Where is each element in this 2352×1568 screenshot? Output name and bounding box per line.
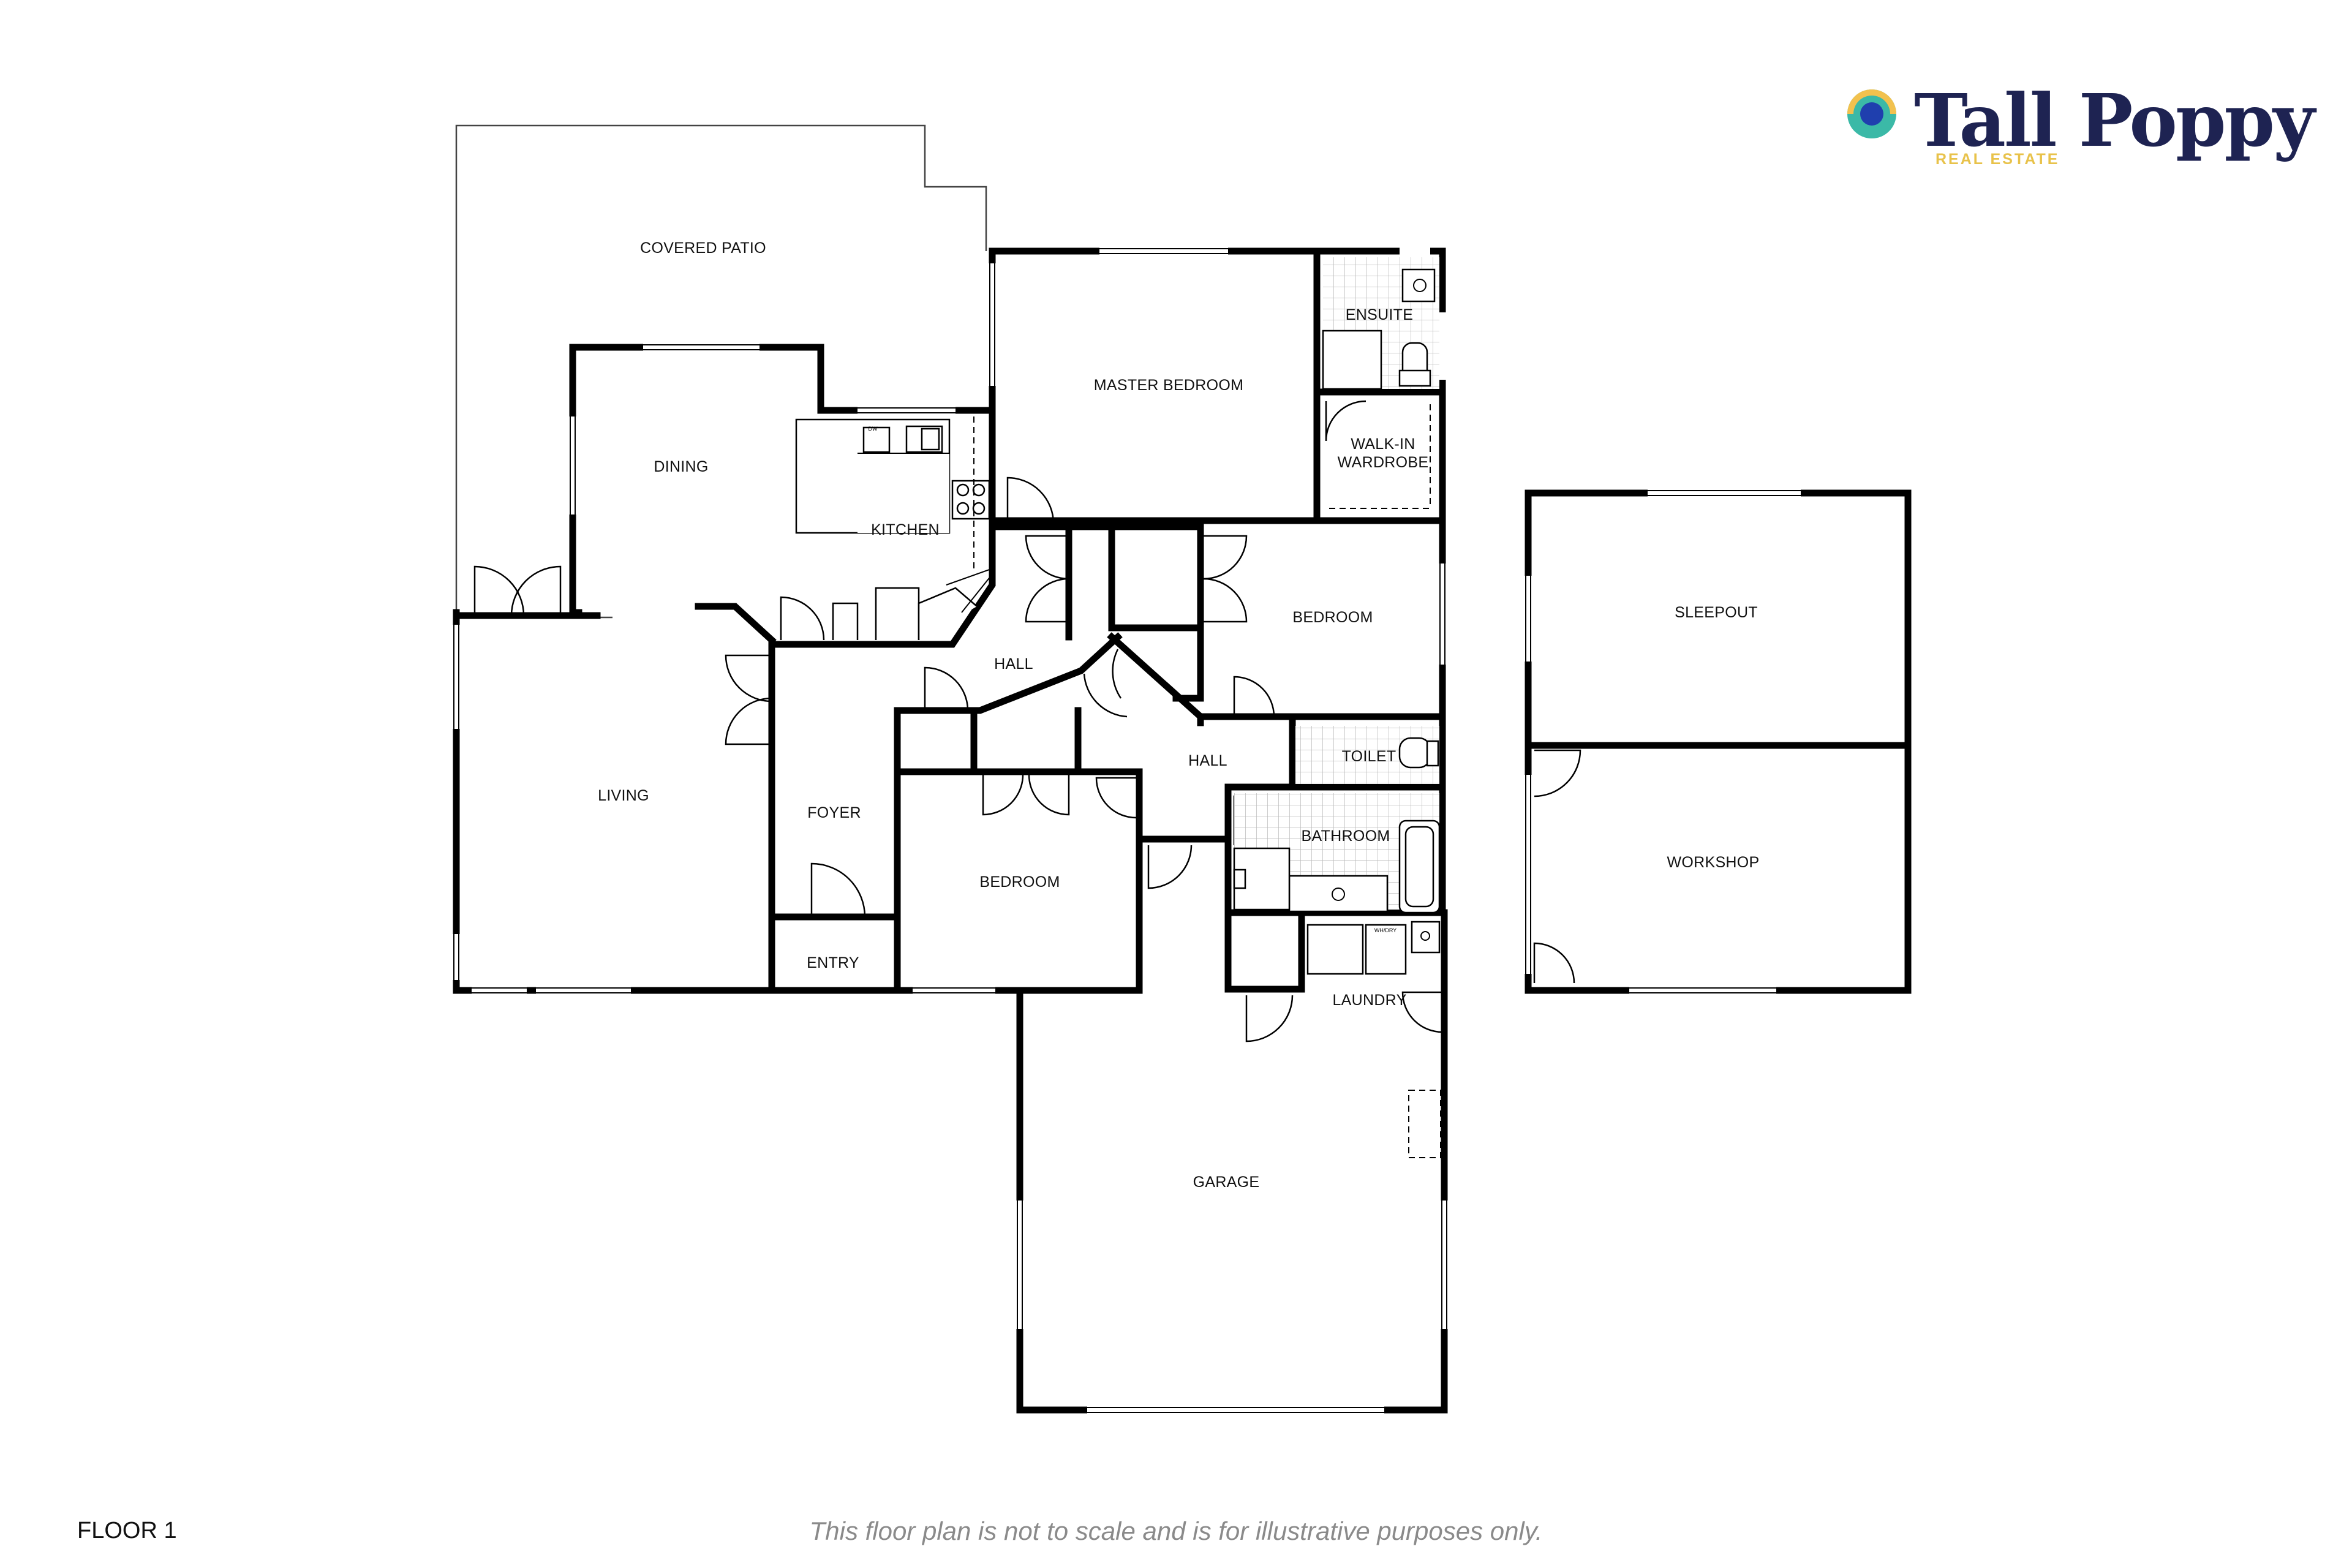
logo-ring-gold — [1847, 89, 1896, 114]
floor-label: FLOOR 1 — [77, 1518, 177, 1544]
toilet-fixtures — [1295, 726, 1439, 784]
garage-storage — [1408, 1090, 1441, 1158]
label-dining: DINING — [654, 458, 708, 475]
label-ensuite: ENSUITE — [1346, 306, 1413, 323]
bathroom-fixtures — [1233, 793, 1441, 914]
label-bedroom-2: BEDROOM — [979, 873, 1060, 891]
label-foyer: FOYER — [807, 804, 861, 821]
label-walk-in-wardrobe-2: WARDROBE — [1338, 454, 1429, 471]
wardrobe-fixtures — [1329, 404, 1431, 509]
label-bathroom: BATHROOM — [1302, 827, 1390, 845]
label-covered-patio: COVERED PATIO — [640, 239, 766, 257]
label-hall-2: HALL — [1188, 752, 1227, 769]
label-toilet: TOILET — [1342, 748, 1396, 765]
label-garage: GARAGE — [1193, 1174, 1260, 1191]
label-workshop: WORKSHOP — [1667, 854, 1759, 871]
label-walk-in-wardrobe: WALK-IN — [1351, 435, 1415, 453]
label-entry: ENTRY — [807, 954, 859, 971]
kitchen-fixtures: DW — [795, 417, 992, 640]
laundry-tub — [1306, 924, 1364, 975]
windows — [452, 247, 1801, 1414]
ensuite-shower — [1322, 330, 1382, 390]
label-sleepout: SLEEPOUT — [1675, 604, 1758, 621]
label-kitchen: KITCHEN — [871, 521, 940, 538]
label-bedroom-1: BEDROOM — [1292, 609, 1373, 626]
dishwasher-label: DW — [869, 426, 878, 432]
ensuite-basin — [1401, 268, 1436, 303]
laundry-fixtures: WH/DRY — [1306, 921, 1441, 975]
doors — [473, 259, 1581, 1042]
label-laundry: LAUNDRY — [1332, 992, 1406, 1009]
brand-logo: Tall Poppy REAL ESTATE — [1847, 78, 2319, 168]
covered-patio-outline — [455, 124, 987, 619]
brand-name: Tall Poppy — [1914, 78, 2317, 163]
label-master-bedroom: MASTER BEDROOM — [1094, 377, 1244, 394]
washer-dryer — [1365, 924, 1407, 975]
outbuilding-walls — [1525, 489, 1912, 994]
disclaimer-text: This floor plan is not to scale and is f… — [809, 1517, 1543, 1545]
vanity — [1288, 875, 1389, 913]
logo-center-dot — [1860, 102, 1883, 126]
garage-fixtures — [1408, 1090, 1441, 1158]
room-labels: COVERED PATIO DINING KITCHEN MASTER BEDR… — [598, 239, 1759, 1191]
brand-tagline: REAL ESTATE — [1936, 151, 2059, 168]
ensuite-fixtures — [1322, 257, 1439, 390]
washer-dryer-label: WH/DRY — [1374, 927, 1396, 933]
label-hall-1: HALL — [994, 655, 1033, 673]
label-living: LIVING — [598, 787, 649, 804]
